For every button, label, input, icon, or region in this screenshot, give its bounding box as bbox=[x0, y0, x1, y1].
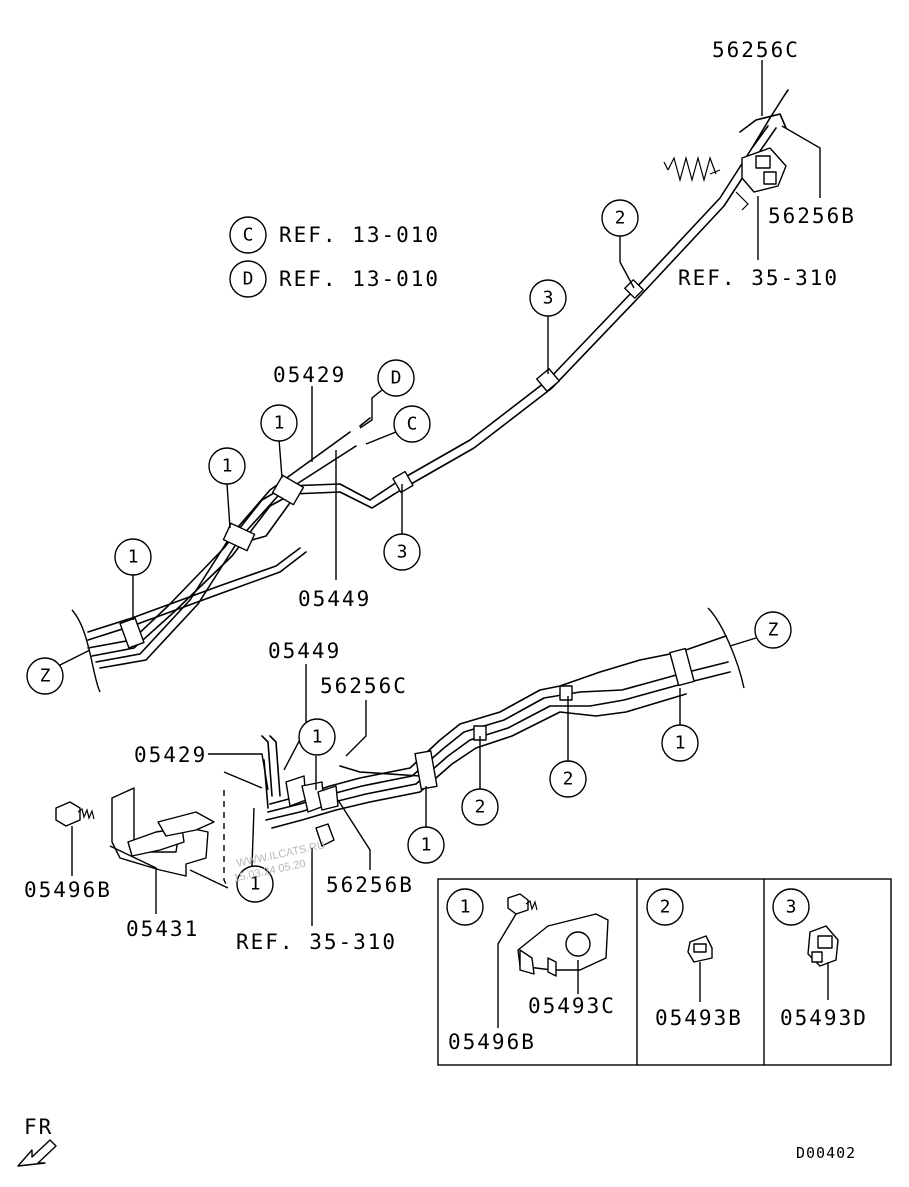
marker-1-upper-b: 1 bbox=[208, 447, 246, 485]
legend-label-05496B: 05496B bbox=[448, 1030, 536, 1054]
clamp-05493D-art bbox=[807, 925, 839, 967]
svg-text:3: 3 bbox=[397, 542, 408, 563]
svg-text:1: 1 bbox=[222, 456, 233, 477]
fr-label: FR bbox=[24, 1115, 53, 1139]
marker-z-right: Z bbox=[754, 611, 792, 649]
label-56256C-bottom: 56256C bbox=[320, 674, 408, 698]
legend-marker-1: 1 bbox=[446, 888, 484, 926]
svg-text:2: 2 bbox=[563, 769, 574, 790]
marker-d-pipe: D bbox=[377, 359, 415, 397]
marker-1-upper-a: 1 bbox=[260, 404, 298, 442]
lower-clamp-1b bbox=[414, 750, 438, 790]
svg-text:Z: Z bbox=[40, 666, 51, 687]
part-labels: 56256C 56256B REF. 35-310 REF. 13-010 RE… bbox=[24, 38, 868, 1054]
lower-pipe-assembly bbox=[55, 607, 745, 877]
label-ref-35-310-top: REF. 35-310 bbox=[678, 266, 839, 290]
legend-label-05493B: 05493B bbox=[655, 1006, 743, 1030]
marker-z-left: Z bbox=[26, 657, 64, 695]
legend-label-05493C: 05493C bbox=[528, 994, 616, 1018]
legend-label-05493D: 05493D bbox=[780, 1006, 868, 1030]
label-05449-bottom: 05449 bbox=[268, 639, 341, 663]
marker-3-top: 3 bbox=[529, 279, 567, 317]
lower-leaders bbox=[71, 664, 681, 926]
label-ref-c: REF. 13-010 bbox=[279, 223, 440, 247]
svg-text:1: 1 bbox=[460, 897, 471, 918]
marker-1-lower-c: 1 bbox=[407, 826, 445, 864]
circle-markers: C D D C 2 3 1 1 3 1 Z Z 1 1 2 2 1 1 1 2 … bbox=[26, 199, 810, 926]
legend-table bbox=[437, 878, 892, 1066]
label-05429-top: 05429 bbox=[273, 363, 346, 387]
watermark: WWW.ILCATS.RU 15.03.24 05.20 bbox=[232, 839, 326, 884]
label-56256B-bottom: 56256B bbox=[326, 873, 414, 897]
upper-leaders bbox=[57, 60, 821, 667]
marker-c-pipe: C bbox=[393, 405, 431, 443]
upper-clamp-2 bbox=[624, 279, 644, 299]
svg-text:2: 2 bbox=[660, 897, 671, 918]
upper-clamp-1c bbox=[271, 474, 305, 506]
label-56256B-top: 56256B bbox=[768, 204, 856, 228]
marker-1-lower-d: 1 bbox=[236, 865, 274, 903]
bolt-05496B-left bbox=[55, 801, 95, 827]
upper-clamp-3a bbox=[392, 470, 414, 494]
legend-marker-2: 2 bbox=[646, 888, 684, 926]
front-direction-indicator: FR bbox=[17, 1115, 57, 1167]
svg-text:D: D bbox=[391, 368, 402, 389]
svg-text:1: 1 bbox=[128, 547, 139, 568]
label-ref-d: REF. 13-010 bbox=[279, 267, 440, 291]
legend-marker-3: 3 bbox=[772, 888, 810, 926]
label-ref-35-310-bottom: REF. 35-310 bbox=[236, 930, 397, 954]
label-05449-top: 05449 bbox=[298, 587, 371, 611]
marker-2-top: 2 bbox=[601, 199, 639, 237]
svg-text:1: 1 bbox=[421, 835, 432, 856]
label-56256C-top: 56256C bbox=[712, 38, 800, 62]
upper-brake-pipes bbox=[87, 89, 789, 669]
label-05429-bottom: 05429 bbox=[134, 743, 207, 767]
marker-1-lower-a: 1 bbox=[298, 718, 336, 756]
lower-clamp-1a bbox=[669, 647, 695, 687]
upper-pipe-assembly bbox=[71, 89, 789, 693]
upper-clamp-1a bbox=[119, 617, 145, 649]
upper-clamp-1b bbox=[222, 522, 256, 552]
marker-2-lower-a: 2 bbox=[549, 760, 587, 798]
junction-block-lower bbox=[285, 775, 339, 847]
svg-text:1: 1 bbox=[312, 727, 323, 748]
clamp-05493B-art bbox=[687, 935, 713, 963]
label-05431: 05431 bbox=[126, 917, 199, 941]
svg-text:D: D bbox=[243, 269, 254, 290]
label-05496B-left: 05496B bbox=[24, 878, 112, 902]
clamp-05493C-art bbox=[507, 893, 609, 977]
svg-text:1: 1 bbox=[274, 413, 285, 434]
diagram-code: D00402 bbox=[796, 1144, 856, 1162]
svg-text:C: C bbox=[243, 225, 254, 246]
svg-text:1: 1 bbox=[250, 874, 261, 895]
svg-text:2: 2 bbox=[615, 208, 626, 229]
marker-3-mid: 3 bbox=[383, 533, 421, 571]
upper-clamp-3b bbox=[536, 368, 560, 392]
lower-clamp-2a bbox=[559, 685, 573, 701]
marker-d-ref: D bbox=[229, 260, 267, 298]
svg-text:C: C bbox=[407, 414, 418, 435]
svg-text:3: 3 bbox=[543, 288, 554, 309]
bracket-05431 bbox=[111, 787, 215, 877]
svg-text:3: 3 bbox=[786, 897, 797, 918]
fr-arrow-icon bbox=[17, 1139, 57, 1167]
svg-text:1: 1 bbox=[675, 733, 686, 754]
brake-valve-top bbox=[663, 147, 787, 211]
marker-c-ref: C bbox=[229, 216, 267, 254]
marker-2-lower-b: 2 bbox=[461, 788, 499, 826]
marker-1-lower-b: 1 bbox=[661, 724, 699, 762]
marker-1-upper-c: 1 bbox=[114, 538, 152, 576]
svg-text:2: 2 bbox=[475, 797, 486, 818]
svg-text:Z: Z bbox=[768, 620, 779, 641]
